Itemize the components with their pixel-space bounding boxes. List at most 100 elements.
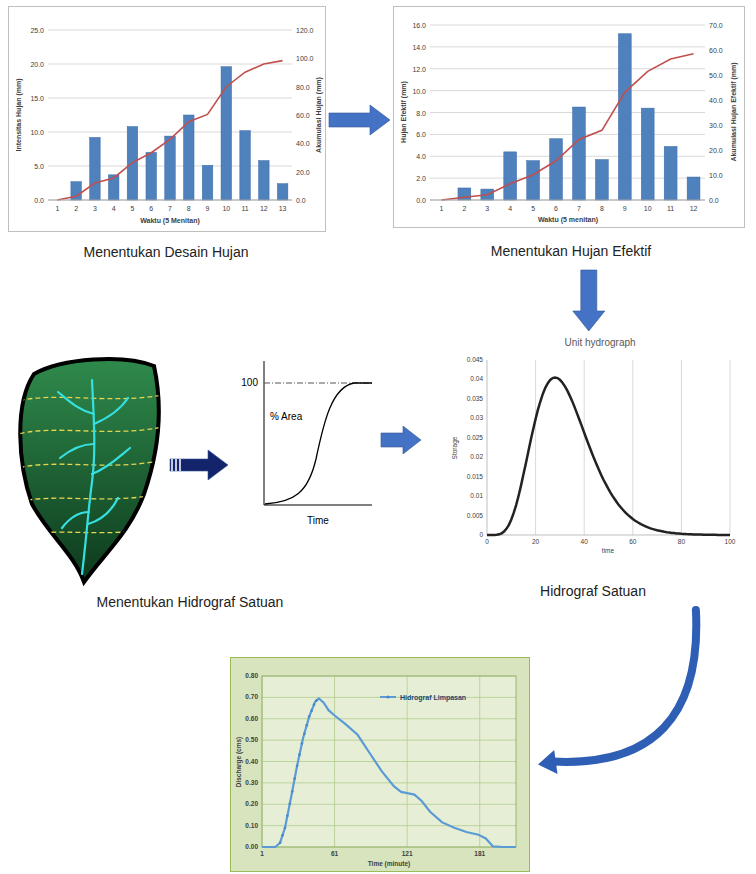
axis-tick: 0.60 xyxy=(245,716,258,723)
plot-graphics xyxy=(393,6,745,268)
data-marker xyxy=(279,841,282,844)
axis-tick: 10 xyxy=(644,205,652,212)
grid-line xyxy=(262,761,516,762)
hydrograph-curve xyxy=(487,378,730,536)
axis-tick: 10.0 xyxy=(412,87,426,94)
data-marker xyxy=(281,834,284,837)
rain-bar xyxy=(90,137,101,200)
chart-title: Unit hydrograph xyxy=(564,338,635,348)
legend-sample xyxy=(380,696,396,698)
grid-line xyxy=(430,200,705,201)
grid-line xyxy=(48,200,292,201)
axis-tick: 12 xyxy=(690,205,698,212)
grid-line xyxy=(584,360,585,535)
axis-tick: 8 xyxy=(600,205,604,212)
axis-title: Akumulasi Hujan Efektif (mm) xyxy=(730,62,737,161)
rain-bar xyxy=(165,136,176,200)
axis-tick: 0.0 xyxy=(296,197,306,204)
rain-bar xyxy=(618,34,631,200)
axis-tick: 0.005 xyxy=(467,512,483,519)
axis-tick: 15.0 xyxy=(30,95,44,102)
data-marker xyxy=(298,753,301,756)
axis-tick: 0.04 xyxy=(470,376,483,383)
data-marker xyxy=(308,715,311,718)
flow-arrow xyxy=(329,105,390,135)
axis-title: Intensitas Hujan (mm) xyxy=(15,78,22,151)
axis-tick: 0.70 xyxy=(245,694,258,701)
axis-tick: 20.0 xyxy=(296,168,310,175)
axis-title: Time (minute) xyxy=(368,861,411,868)
plot-graphics xyxy=(8,6,326,268)
flow-arrow xyxy=(573,270,605,331)
axis-title: Waktu (5 menitan) xyxy=(538,216,598,223)
rain-bar xyxy=(259,161,270,200)
axis-tick: 60.0 xyxy=(709,47,723,54)
rain-bar xyxy=(202,165,213,200)
arrow-body xyxy=(573,270,605,331)
axis-title: Akumulasi Hujan (mm) xyxy=(315,77,322,153)
grid-line xyxy=(262,804,516,805)
axis-tick: 60.0 xyxy=(296,112,310,119)
arrow-body xyxy=(329,105,390,135)
axis-tick: 80 xyxy=(678,539,685,546)
legend-sample xyxy=(387,696,390,699)
axis-tick: 0.015 xyxy=(467,473,483,480)
axis-tick: 4 xyxy=(112,205,116,212)
plot-graphics xyxy=(12,352,167,588)
axis-line xyxy=(487,360,488,535)
grid-line xyxy=(430,25,705,26)
data-marker xyxy=(284,826,287,829)
step-caption: Menentukan Desain Hujan xyxy=(84,245,249,259)
data-marker xyxy=(296,764,299,767)
rain-bar xyxy=(527,161,540,200)
grid-line xyxy=(479,676,480,847)
grid-line xyxy=(262,782,516,783)
axis-tick: 6 xyxy=(149,205,153,212)
axis-tick: 7 xyxy=(168,205,172,212)
axis-tick: 3 xyxy=(93,205,97,212)
axis-tick: 0.045 xyxy=(467,357,483,364)
axis-tick: 12.0 xyxy=(412,65,426,72)
axis-tick: 9 xyxy=(206,205,210,212)
axis-title: % Area xyxy=(270,412,302,422)
chart-panel: Unit hydrograph0.0450.040.0350.030.0250.… xyxy=(425,333,740,608)
axis-title: Time xyxy=(307,516,329,526)
grid-line xyxy=(334,676,335,847)
grid-line xyxy=(430,68,705,69)
grid-line xyxy=(430,90,705,91)
flow-arrow xyxy=(381,426,421,454)
rain-bar xyxy=(641,108,654,200)
data-marker xyxy=(310,709,313,712)
grid-line xyxy=(430,178,705,179)
axis-tick: 10 xyxy=(222,205,230,212)
chart-panel: 100% AreaTime xyxy=(232,355,377,533)
axis-tick: 5 xyxy=(131,205,135,212)
axis-tick: 0.00 xyxy=(245,844,258,851)
rain-bar xyxy=(146,152,157,200)
grid-line xyxy=(681,360,682,535)
axis-tick: 61 xyxy=(331,851,338,858)
river-line xyxy=(82,380,94,574)
axis-tick: 5 xyxy=(531,205,535,212)
grid-line xyxy=(407,676,408,847)
axis-tick: 2 xyxy=(74,205,78,212)
grid-line xyxy=(48,64,292,65)
axis-tick: 0.20 xyxy=(245,801,258,808)
axis-tick: 0 xyxy=(485,539,489,546)
step-caption: Hidrograf Satuan xyxy=(540,584,646,598)
axis-tick: 80.0 xyxy=(296,83,310,90)
contour-line xyxy=(12,425,172,436)
grid-line xyxy=(430,112,705,113)
grid-line xyxy=(730,360,731,535)
arrow-body xyxy=(170,450,228,480)
rain-bar xyxy=(504,152,517,200)
grid-line xyxy=(430,46,705,47)
axis-tick: 0.40 xyxy=(245,758,258,765)
river-line xyxy=(88,498,118,524)
chart-panel: 25.020.015.010.05.00.0120.0100.080.060.0… xyxy=(8,6,326,268)
s-curve xyxy=(265,383,372,504)
rain-bar xyxy=(573,107,586,200)
plot-area xyxy=(262,676,516,847)
data-marker xyxy=(305,724,308,727)
axis-title: Hujan Efektif (mm) xyxy=(400,81,407,143)
